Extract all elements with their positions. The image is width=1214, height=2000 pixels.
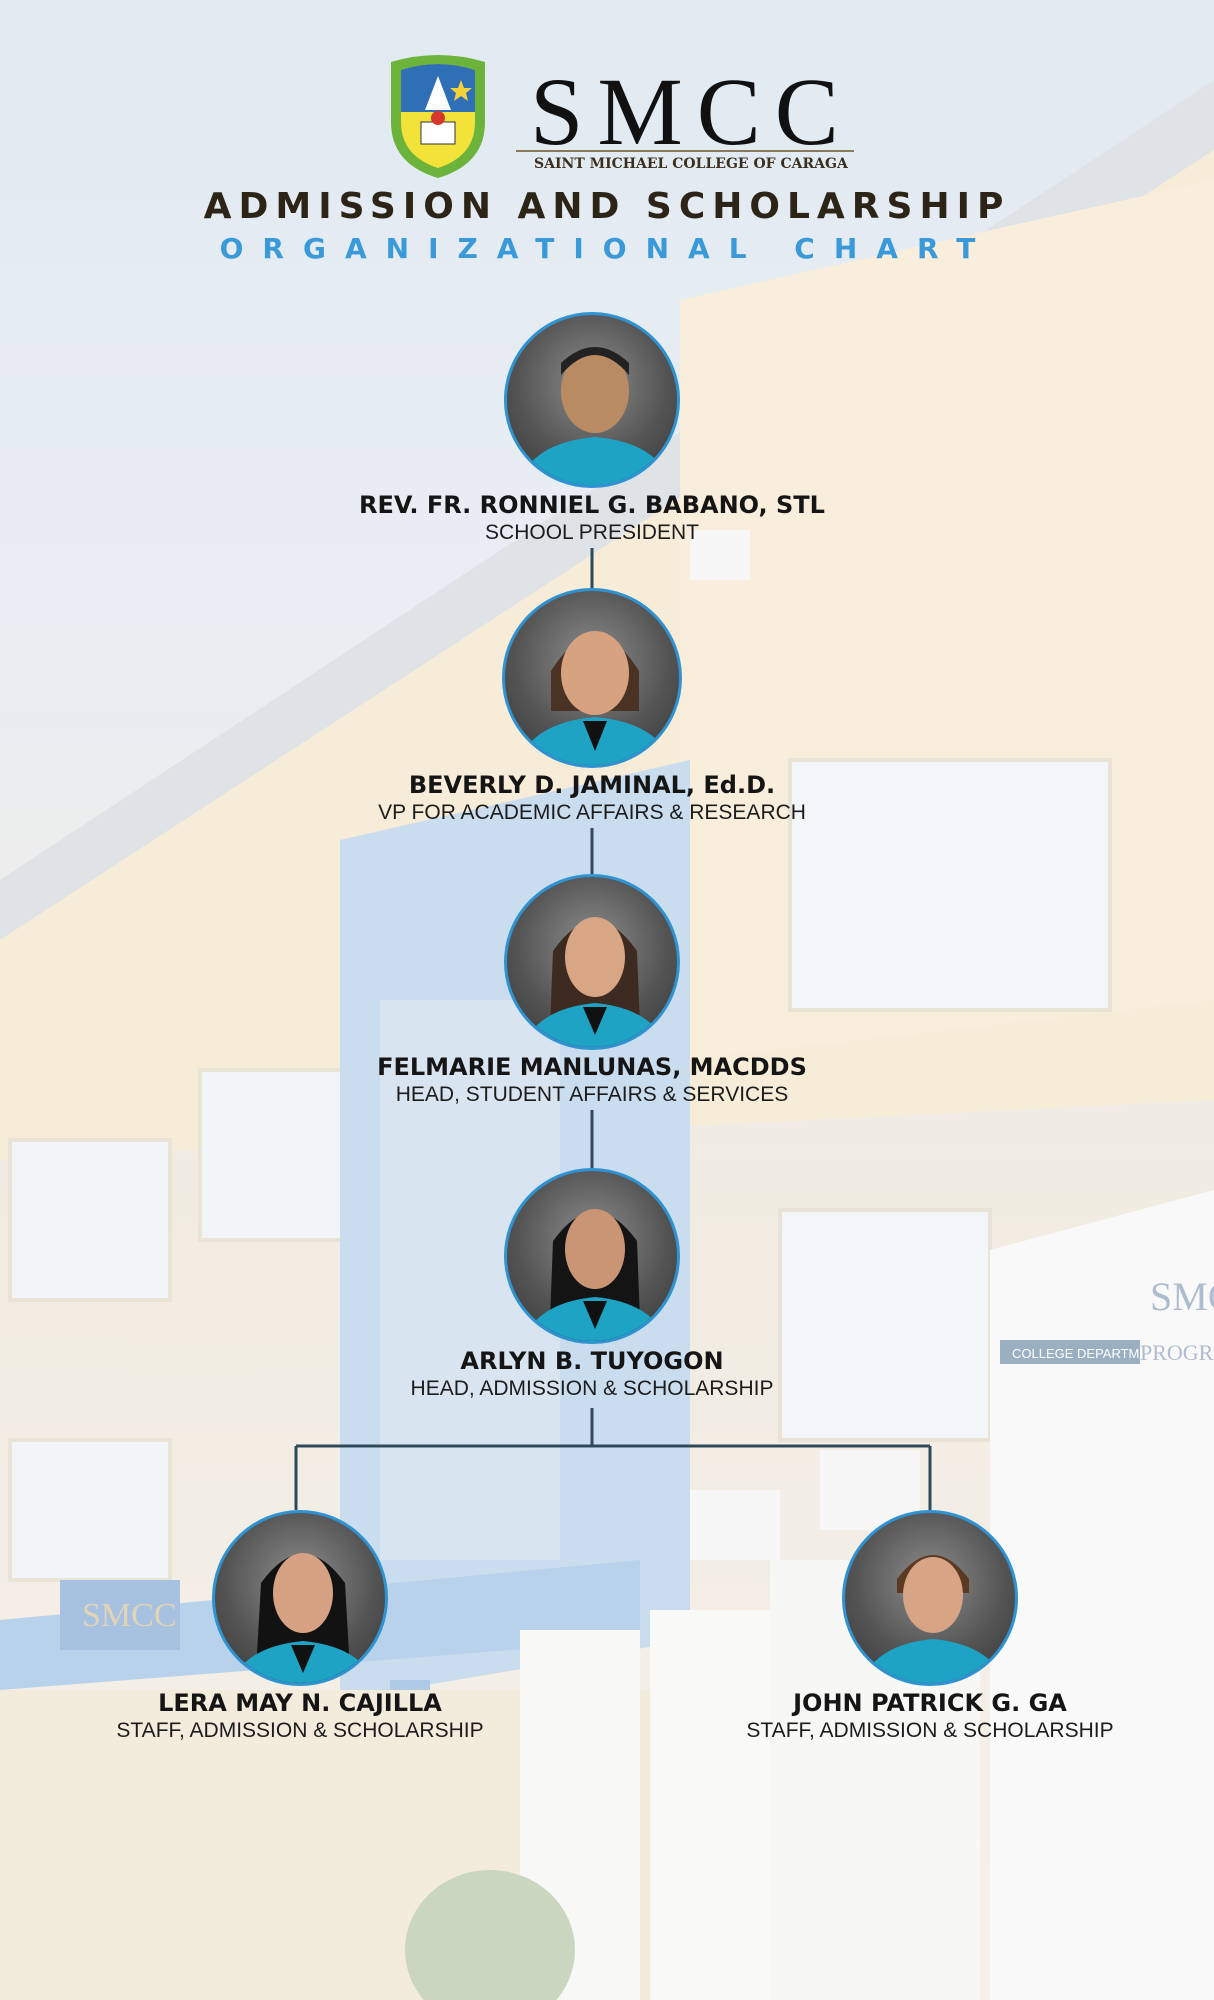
banner-program-text: PROGRA	[1140, 1340, 1214, 1365]
portrait-sas	[504, 874, 680, 1050]
portrait-admission	[504, 1168, 680, 1344]
role-staff2: STAFF, ADMISSION & SCHOLARSHIP	[746, 1719, 1114, 1742]
banner-brand-text: SMCC	[1150, 1274, 1214, 1319]
page-title: ADMISSION AND SCHOLARSHIP	[203, 186, 1011, 227]
portrait-president	[504, 312, 680, 488]
name-staff2: JOHN PATRICK G. GA	[793, 1689, 1067, 1717]
org-node-staff1: LERA MAY N. CAJILLA STAFF, ADMISSION & S…	[20, 1510, 580, 1744]
portrait-vpaa	[502, 588, 682, 768]
role-vpaa: VP FOR ACADEMIC AFFAIRS & RESEARCH	[378, 801, 806, 824]
header: SMCC SAINT MICHAEL COLLEGE OF CARAGA ADM…	[0, 52, 1214, 272]
brand-divider	[516, 150, 854, 152]
name-staff1: LERA MAY N. CAJILLA	[158, 1689, 442, 1717]
name-sas: FELMARIE MANLUNAS, MACDDS	[377, 1053, 807, 1081]
portrait-staff2	[842, 1510, 1018, 1686]
name-vpaa: BEVERLY D. JAMINAL, Ed.D.	[408, 771, 776, 799]
org-node-admission: ARLYN B. TUYOGON HEAD, ADMISSION & SCHOL…	[312, 1168, 872, 1402]
portrait-staff1	[212, 1510, 388, 1686]
org-node-president: REV. FR. RONNIEL G. BABANO, STL SCHOOL P…	[312, 312, 872, 546]
canopy-sign-text: SMCC	[82, 1597, 177, 1634]
brand-wordmark: SMCC	[530, 58, 853, 165]
role-staff1: STAFF, ADMISSION & SCHOLARSHIP	[116, 1719, 484, 1742]
role-sas: HEAD, STUDENT AFFAIRS & SERVICES	[395, 1083, 789, 1106]
page-subtitle: ORGANIZATIONAL CHART	[219, 232, 995, 265]
role-president: SCHOOL PRESIDENT	[485, 521, 699, 544]
name-president: REV. FR. RONNIEL G. BABANO, STL	[359, 491, 825, 519]
college-name: SAINT MICHAEL COLLEGE OF CARAGA	[534, 156, 848, 172]
college-seal-logo	[377, 52, 499, 180]
role-admission: HEAD, ADMISSION & SCHOLARSHIP	[410, 1377, 774, 1400]
org-node-sas: FELMARIE MANLUNAS, MACDDS HEAD, STUDENT …	[312, 874, 872, 1108]
org-node-vpaa: BEVERLY D. JAMINAL, Ed.D. VP FOR ACADEMI…	[312, 588, 872, 826]
name-admission: ARLYN B. TUYOGON	[460, 1347, 724, 1375]
org-node-staff2: JOHN PATRICK G. GA STAFF, ADMISSION & SC…	[650, 1510, 1210, 1744]
banner-department-text: COLLEGE DEPARTMENT	[1012, 1346, 1165, 1361]
